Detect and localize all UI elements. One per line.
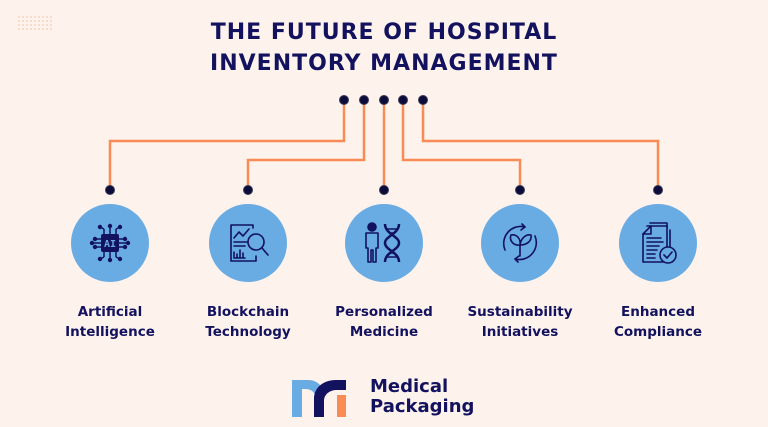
ai-chip-icon: AI [89, 223, 131, 263]
report-magnifier-icon [230, 224, 269, 262]
svg-text:AI: AI [104, 239, 116, 250]
item-label: Artificial Intelligence [65, 304, 155, 340]
item-label: Personalized Medicine [335, 304, 433, 340]
item-label: Sustainability Initiatives [467, 304, 573, 340]
connector-sustainability [401, 100, 522, 190]
top-node-dot [359, 95, 369, 105]
bottom-node-dot [243, 185, 253, 195]
top-node-dot [339, 95, 349, 105]
connector-compliance [421, 100, 660, 190]
item-personalized-medicine: Personalized Medicine [314, 204, 454, 342]
icon-circle: AI [71, 204, 149, 282]
bottom-node-dot [105, 185, 115, 195]
connector-ai [108, 100, 346, 190]
top-node-dot [398, 95, 408, 105]
leaf-recycle-icon [502, 223, 538, 263]
item-artificial-intelligence: AI Artificial Intelligence [40, 204, 180, 342]
brand-name: Medical Packaging [370, 376, 475, 417]
icon-circle [481, 204, 559, 282]
bottom-node-dot [379, 185, 389, 195]
item-sustainability-initiatives: Sustainability Initiatives [450, 204, 590, 342]
top-node-dot [379, 95, 389, 105]
page-title-line-1: THE FUTURE OF HOSPITAL [210, 20, 558, 45]
item-label: Enhanced Compliance [613, 304, 703, 340]
bottom-node-dot [515, 185, 525, 195]
bottom-node-dot [653, 185, 663, 195]
item-label: Blockchain Technology [205, 304, 291, 340]
icon-circle [209, 204, 287, 282]
page-title-line-2: INVENTORY MANAGEMENT [210, 51, 558, 76]
item-enhanced-compliance: Enhanced Compliance [588, 204, 728, 342]
top-node-dot [418, 95, 428, 105]
document-check-icon [642, 222, 677, 264]
item-blockchain-technology: Blockchain Technology [178, 204, 318, 342]
person-dna-icon [365, 222, 401, 263]
icon-circle [619, 204, 697, 282]
brand-logo: Medical Packaging [290, 377, 474, 417]
connector-blockchain [246, 100, 366, 190]
medical-packaging-logo-mark [292, 380, 346, 417]
icon-circle [345, 204, 423, 282]
decorative-dot-grid [17, 15, 53, 31]
